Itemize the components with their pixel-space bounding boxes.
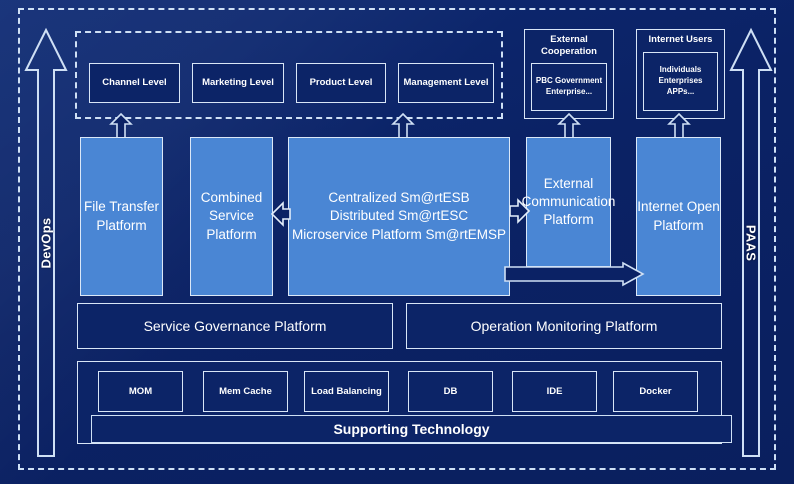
devops-label: DevOps <box>38 217 54 269</box>
level-chip-channel-label: Channel Level <box>102 77 167 89</box>
level-chip-management[interactable]: Management Level <box>398 63 494 103</box>
internet-users-group[interactable]: Internet Users Individuals Enterprises A… <box>636 29 725 119</box>
operation-monitoring-platform[interactable]: Operation Monitoring Platform <box>406 303 722 349</box>
supporting-technology-bar: Supporting Technology <box>91 415 732 443</box>
platform-external-communication[interactable]: External Communication Platform <box>522 137 615 267</box>
platform-file-transfer-label: File Transfer Platform <box>83 199 160 233</box>
platform-internet-open-label: Internet Open Platform <box>637 199 720 233</box>
tech-chip-mem-cache[interactable]: Mem Cache <box>203 371 288 412</box>
supporting-technology-bar-label: Supporting Technology <box>333 421 490 437</box>
tech-chip-docker[interactable]: Docker <box>613 371 698 412</box>
internet-users-title: Internet Users <box>648 34 713 45</box>
platform-internet-open[interactable]: Internet Open Platform <box>636 137 721 296</box>
diagram-outer-boundary <box>18 8 776 470</box>
connector-center-to-external-communication <box>508 196 531 226</box>
paas-label: PAAS <box>743 224 759 262</box>
service-governance-platform[interactable]: Service Governance Platform <box>77 303 393 349</box>
tech-chip-load-balancing[interactable]: Load Balancing <box>304 371 389 412</box>
business-levels-container <box>75 31 503 119</box>
connector-center-to-internet-open-platform <box>504 261 645 287</box>
up-arrow-icon <box>557 112 581 139</box>
tech-chip-mom-label: MOM <box>128 385 153 397</box>
level-chip-marketing[interactable]: Marketing Level <box>192 63 284 103</box>
level-chip-product[interactable]: Product Level <box>296 63 386 103</box>
platform-centralized-esb[interactable]: Centralized Sm@rtESB Distributed Sm@rtES… <box>288 137 510 296</box>
level-chip-marketing-label: Marketing Level <box>202 77 274 89</box>
platform-combined-service-label: Combined Service Platform <box>200 190 263 242</box>
platform-combined-service[interactable]: Combined Service Platform <box>190 137 273 296</box>
up-arrow-icon <box>391 112 415 139</box>
internet-users-detail: Individuals Enterprises APPs... <box>643 52 718 111</box>
right-arrow-icon <box>509 198 531 224</box>
connector-center-to-management-level <box>391 112 415 139</box>
platform-centralized-esb-label: Centralized Sm@rtESB Distributed Sm@rtES… <box>292 190 506 242</box>
up-arrow-icon <box>24 27 68 457</box>
external-cooperation-group[interactable]: External Cooperation PBC Government Ente… <box>524 29 614 119</box>
tech-chip-docker-label: Docker <box>639 385 672 397</box>
operation-monitoring-platform-label: Operation Monitoring Platform <box>470 318 658 334</box>
paas-rail: PAAS <box>729 27 773 458</box>
up-arrow-icon <box>729 27 773 457</box>
devops-rail: DevOps <box>24 27 68 458</box>
connector-center-to-combined-service <box>270 199 291 229</box>
connector-open-platform-to-internet-users <box>667 112 691 139</box>
right-arrow-icon <box>504 261 645 287</box>
tech-chip-db-label: DB <box>443 385 458 397</box>
connector-extcom-to-external-cooperation <box>557 112 581 139</box>
level-chip-channel[interactable]: Channel Level <box>89 63 180 103</box>
up-arrow-icon <box>109 112 133 139</box>
tech-chip-ide-label: IDE <box>546 385 563 397</box>
tech-chip-ide[interactable]: IDE <box>512 371 597 412</box>
platform-external-communication-label: External Communication Platform <box>521 175 616 228</box>
tech-chip-mom[interactable]: MOM <box>98 371 183 412</box>
connector-file-transfer-to-levels <box>109 112 133 139</box>
tech-chip-load-balancing-label: Load Balancing <box>311 385 382 397</box>
tech-chip-mem-cache-label: Mem Cache <box>219 385 272 397</box>
level-chip-management-label: Management Level <box>403 77 489 89</box>
level-chip-product-label: Product Level <box>309 77 373 89</box>
service-governance-platform-label: Service Governance Platform <box>143 318 327 334</box>
external-cooperation-detail: PBC Government Enterprise... <box>531 63 607 111</box>
left-arrow-icon <box>270 201 291 227</box>
platform-file-transfer[interactable]: File Transfer Platform <box>80 137 163 296</box>
tech-chip-db[interactable]: DB <box>408 371 493 412</box>
up-arrow-icon <box>667 112 691 139</box>
external-cooperation-title: External Cooperation <box>541 34 597 57</box>
